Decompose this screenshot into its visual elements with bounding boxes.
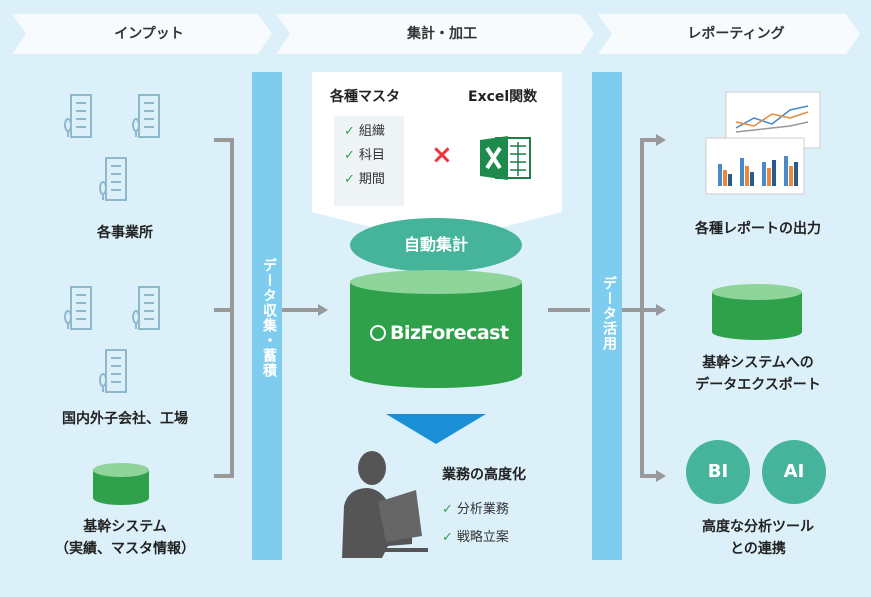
excel-title: Excel関数 — [468, 89, 538, 105]
header-input: インプット — [114, 26, 184, 42]
report-thumbnails-icon — [705, 91, 821, 195]
work-item: ✓戦略立案 — [442, 530, 509, 545]
header-chevrons — [12, 14, 860, 54]
office-buildings-icon — [64, 94, 160, 201]
label-offices: 各事業所 — [97, 225, 153, 241]
down-arrow-icon — [386, 414, 486, 444]
analysis-line2: との連携 — [730, 541, 786, 557]
use-bar — [592, 72, 622, 560]
label-export: 基幹システムへの データエクスポート — [668, 352, 848, 396]
master-item: ✓組織 — [344, 124, 385, 139]
times-icon: × — [431, 140, 453, 170]
core-system-line2: （実績、マスタ情報） — [55, 541, 195, 557]
person-laptop-icon — [342, 451, 428, 558]
chevron-aggregate — [276, 14, 594, 54]
work-list: ✓分析業務 ✓戦略立案 — [442, 496, 509, 552]
chevron-input — [12, 14, 272, 54]
auto-aggregate-badge: 自動集計 — [350, 218, 522, 272]
masters-title: 各種マスタ — [330, 89, 400, 105]
export-line1: 基幹システムへの — [702, 355, 814, 371]
bizforecast-brand-text: BizForecast — [390, 322, 509, 344]
subsidiary-buildings-icon — [64, 286, 160, 393]
core-system-line1: 基幹システム — [83, 519, 167, 535]
master-item: ✓科目 — [344, 148, 385, 163]
collect-bar-label: データ収集・蓄積 — [261, 258, 277, 378]
bizforecast-logo: BizForecast — [370, 322, 509, 344]
label-reports: 各種レポートの出力 — [695, 221, 821, 237]
bi-badge: BI — [686, 440, 750, 504]
masters-list: ✓組織 ✓科目 ✓期間 — [334, 116, 404, 206]
chevron-reporting — [598, 14, 860, 54]
work-item: ✓分析業務 — [442, 502, 509, 517]
label-analysis: 高度な分析ツール との連携 — [668, 516, 848, 560]
header-reporting: レポーティング — [687, 26, 785, 42]
use-bar-label: データ活用 — [601, 276, 617, 351]
excel-icon — [480, 136, 531, 180]
collect-bar — [252, 72, 282, 560]
ai-badge: AI — [762, 440, 826, 504]
master-item: ✓期間 — [344, 172, 385, 187]
bizforecast-mark-icon — [370, 325, 386, 341]
core-system-db-icon — [93, 463, 149, 505]
export-line2: データエクスポート — [695, 377, 821, 393]
export-db-icon — [712, 284, 802, 340]
analysis-line1: 高度な分析ツール — [702, 519, 814, 535]
header-aggregate: 集計・加工 — [407, 26, 477, 42]
label-subsidiaries: 国内外子会社、工場 — [62, 411, 188, 427]
work-title: 業務の高度化 — [442, 467, 526, 483]
label-core-system: 基幹システム （実績、マスタ情報） — [30, 516, 220, 560]
